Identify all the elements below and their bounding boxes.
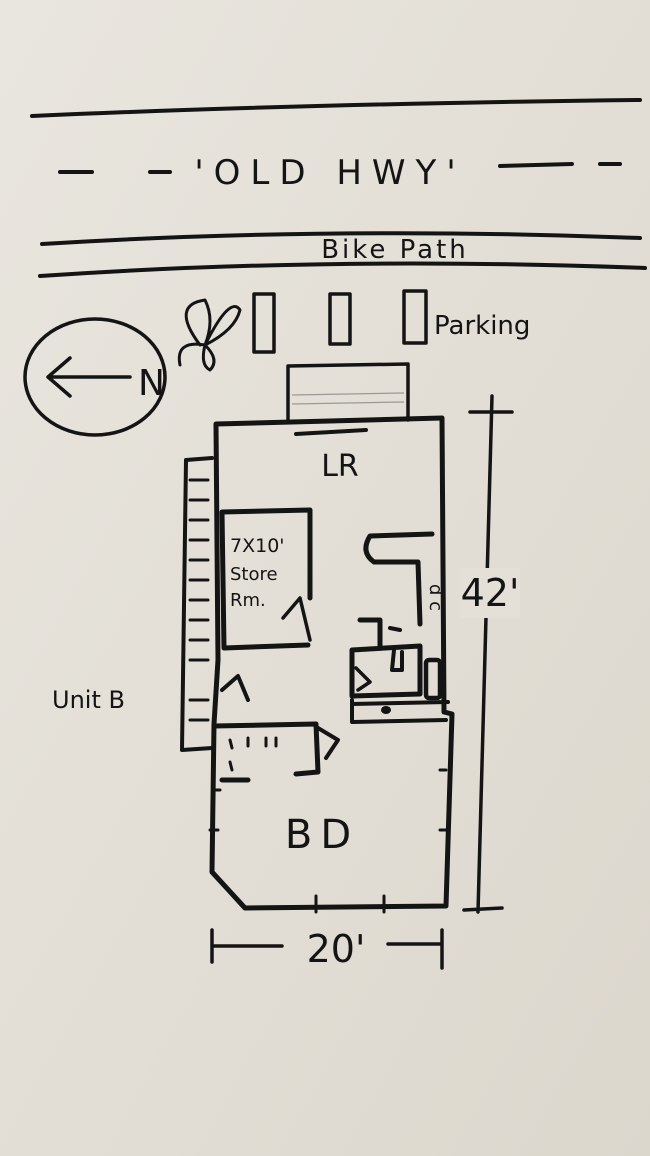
arrow-left-icon [46, 356, 132, 398]
store-room-label-line1: Store [230, 564, 278, 585]
store-room: 7X10' Store Rm. [219, 507, 313, 651]
side-stairs [180, 456, 214, 752]
sink-icon [423, 657, 443, 701]
bike-path-label: Bike Path [321, 235, 469, 265]
unit-label: Unit B [52, 686, 125, 714]
plant-icon [177, 298, 242, 372]
porch [286, 362, 410, 422]
door-swing-arrow [220, 674, 250, 702]
living-room-label: LR [321, 449, 359, 484]
window-marks [208, 768, 448, 914]
bedroom-closet [211, 721, 340, 783]
width-label: 20' [307, 927, 366, 971]
length-dimension: 42' [460, 394, 520, 914]
north-label: N [138, 363, 165, 404]
bike-path: Bike Path [38, 231, 647, 278]
parking-spaces: Parking [252, 289, 530, 354]
building-outline [209, 415, 455, 911]
north-compass: N [23, 317, 167, 437]
parking-label: Parking [434, 311, 530, 341]
store-room-label-line2: Rm. [230, 590, 266, 611]
length-label: 42' [461, 571, 520, 615]
width-dimension: 20' [210, 927, 444, 971]
road: 'OLD HWY' [30, 98, 642, 193]
laundry-label: d c [425, 584, 446, 611]
bathroom [349, 617, 450, 724]
road-label: 'OLD HWY' [194, 153, 465, 193]
store-room-size: 7X10' [230, 535, 285, 557]
drain-icon [381, 706, 391, 714]
kitchen-counter: d c [363, 531, 446, 627]
toilet-icon [388, 626, 404, 672]
bedroom-label: BD [285, 812, 359, 858]
